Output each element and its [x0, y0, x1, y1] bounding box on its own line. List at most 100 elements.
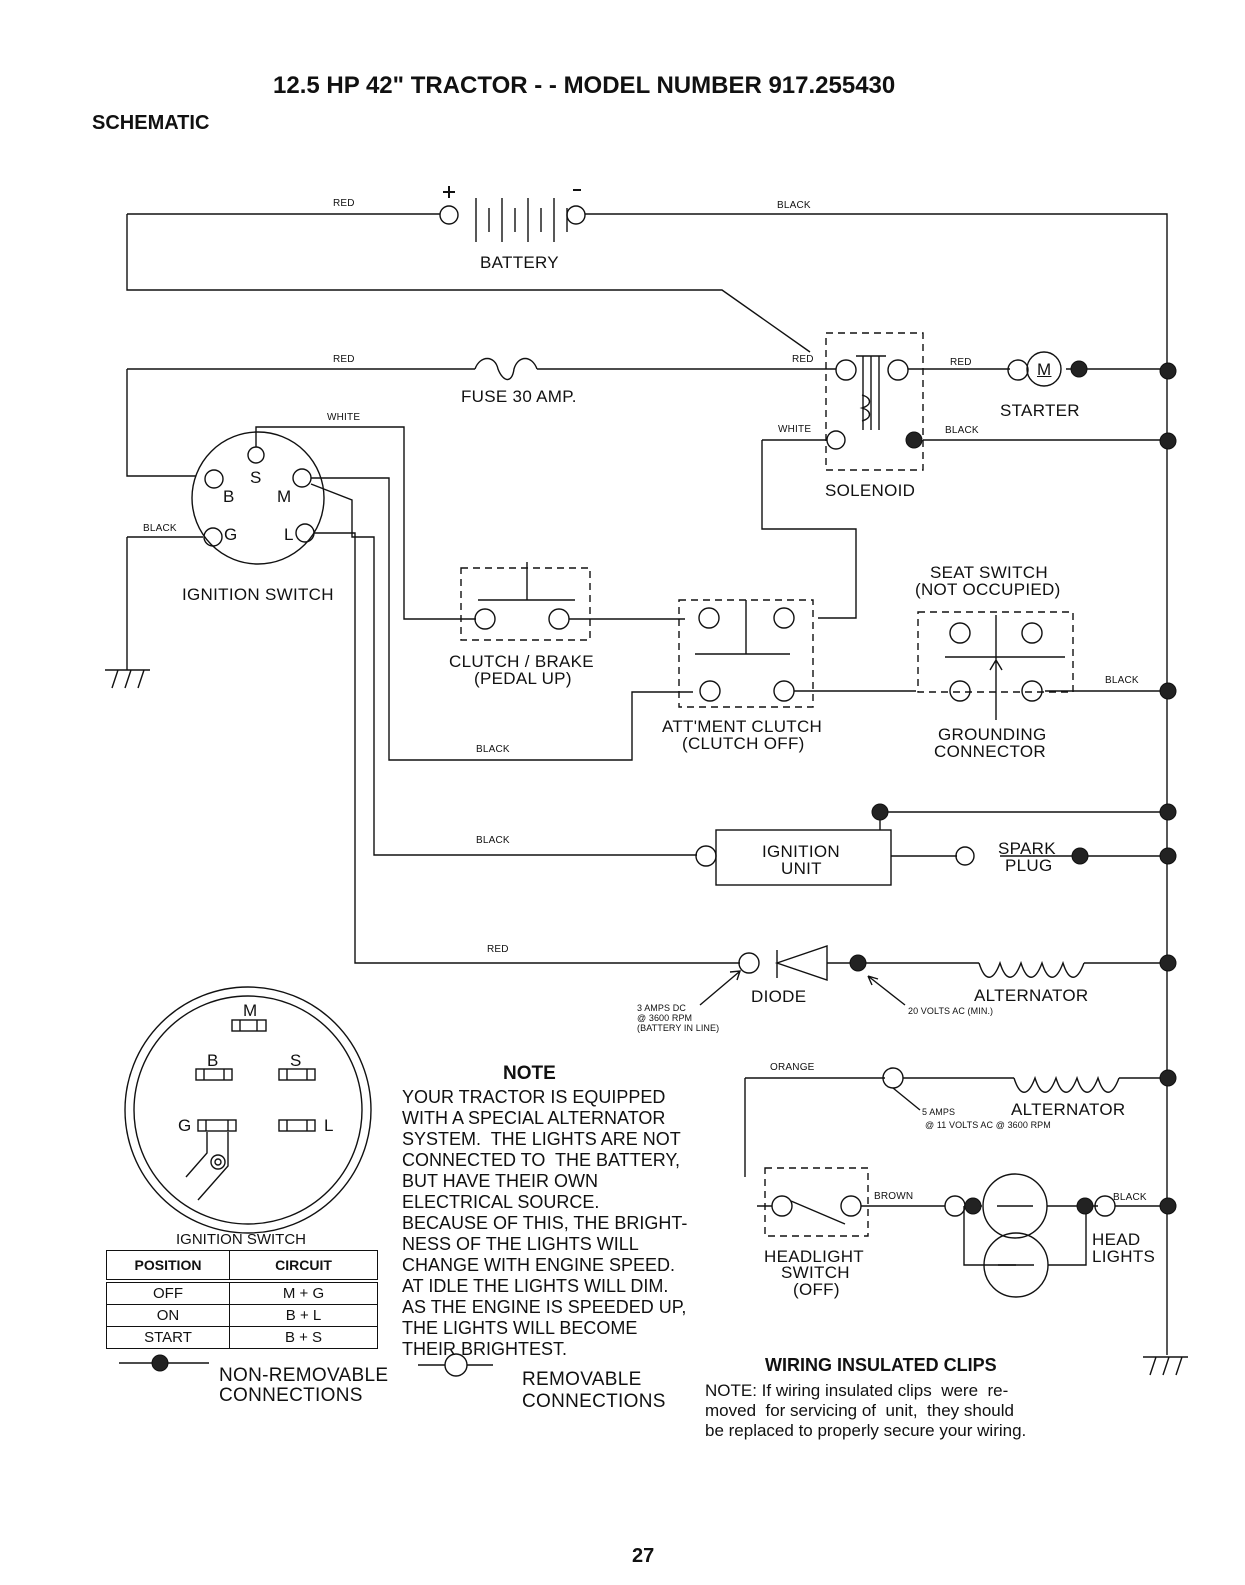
- head-lights-sublabel: LIGHTS: [1092, 1247, 1156, 1266]
- plus-sign: [443, 186, 455, 198]
- clutch-brake-sublabel: (PEDAL UP): [474, 669, 572, 688]
- note-line: NESS OF THE LIGHTS WILL: [402, 1234, 639, 1254]
- alternator-label: ALTERNATOR: [974, 986, 1089, 1005]
- wire-label-black: BLACK: [945, 425, 979, 436]
- face-terminal-b: B: [207, 1051, 219, 1070]
- spark-plug-sublabel: PLUG: [1005, 856, 1053, 875]
- battery-pos-terminal: [439, 205, 459, 225]
- attment-clutch-label: ATT'MENT CLUTCH: [662, 717, 823, 736]
- battery-label: BATTERY: [480, 253, 559, 272]
- table-cell-circuit: B + S: [229, 1326, 378, 1349]
- wire-label-black: BLACK: [143, 523, 177, 534]
- terminal-s: S: [250, 468, 262, 487]
- table-row: ON B + L: [106, 1304, 378, 1327]
- table-row: START B + S: [106, 1326, 378, 1349]
- table-cell-circuit: B + L: [229, 1304, 378, 1327]
- connector-dot: [1159, 954, 1177, 972]
- connector-dot: [1159, 803, 1177, 821]
- note-body: YOUR TRACTOR IS EQUIPPED WITH A SPECIAL …: [402, 1087, 687, 1360]
- face-terminal-g: G: [178, 1116, 192, 1135]
- attment-clutch-sublabel: (CLUTCH OFF): [682, 734, 805, 753]
- note-line: CONNECTED TO THE BATTERY,: [402, 1150, 681, 1170]
- solenoid-label: SOLENOID: [825, 481, 916, 500]
- terminal-b: B: [223, 487, 235, 506]
- clutch-brake-label: CLUTCH / BRAKE: [449, 652, 594, 671]
- ignition-circuit-table: POSITION CIRCUIT OFF M + G ON B + L STAR…: [106, 1250, 378, 1349]
- ignition-unit-sublabel: UNIT: [781, 859, 822, 878]
- note-heading: NOTE: [503, 1063, 556, 1084]
- fuse-label: FUSE 30 AMP.: [461, 387, 577, 406]
- headlight-switch-label: HEADLIGHT: [764, 1247, 864, 1266]
- connector-dot: [1159, 1069, 1177, 1087]
- wire-label-red: RED: [950, 357, 972, 368]
- note-line: THE LIGHTS WILL BECOME: [402, 1318, 638, 1338]
- wire-white-solenoid: [761, 439, 857, 619]
- wire-label-red: RED: [487, 944, 509, 955]
- wire-black-ground: [126, 536, 203, 670]
- wire-label-white: WHITE: [327, 412, 361, 423]
- table-cell-circuit: M + G: [229, 1280, 378, 1305]
- battery-neg-terminal: [566, 205, 586, 225]
- connector-dot: [1076, 1197, 1094, 1215]
- note-line: CHANGE WITH ENGINE SPEED.: [402, 1255, 676, 1275]
- face-terminal-l: L: [324, 1116, 334, 1135]
- ign-face-inner: [133, 995, 363, 1225]
- ground-symbol-right: [1143, 1356, 1188, 1376]
- alternator-label: ALTERNATOR: [1011, 1100, 1126, 1119]
- face-terminal-s: S: [290, 1051, 302, 1070]
- legend-non-removable-symbol: [151, 1354, 169, 1372]
- clips-note: NOTE: If wiring insulated clips were re-…: [705, 1381, 1026, 1441]
- seat-switch-sublabel: (NOT OCCUPIED): [915, 580, 1061, 599]
- section-heading: SCHEMATIC: [92, 112, 210, 134]
- lights-volts: @ 11 VOLTS AC @ 3600 RPM: [925, 1120, 1051, 1130]
- starter-motor: [1026, 351, 1062, 387]
- table-cell-position: START: [106, 1326, 230, 1349]
- alternator-coil-2: [1013, 1075, 1120, 1093]
- seat-switch-label: SEAT SWITCH: [930, 563, 1048, 582]
- connector-dot: [1159, 362, 1177, 380]
- legend-non-removable-label: NON-REMOVABLE: [219, 1365, 389, 1386]
- diode-label: DIODE: [751, 987, 807, 1006]
- note-line: AS THE ENGINE IS SPEEDED UP,: [402, 1297, 687, 1317]
- wire-white-ignition: [255, 426, 476, 620]
- wire-l-to-diode: [314, 532, 740, 964]
- grounding-connector-sublabel: CONNECTOR: [934, 742, 1046, 761]
- battery-cells: [475, 198, 568, 242]
- ignition-face-label: IGNITION SWITCH: [176, 1231, 306, 1248]
- diode-symbol: [774, 945, 828, 981]
- alternator-coil-1: [978, 960, 1085, 978]
- table-header-row: POSITION CIRCUIT: [106, 1250, 378, 1283]
- legend-removable-label: REMOVABLE: [522, 1369, 642, 1390]
- spark-plug-label: SPARK: [998, 839, 1056, 858]
- table-cell-position: OFF: [106, 1280, 230, 1305]
- wire-label-white: WHITE: [778, 424, 812, 435]
- fuse-symbol: [474, 357, 538, 381]
- connector-dot: [1159, 682, 1177, 700]
- wire-label-black: BLACK: [777, 200, 811, 211]
- wire-red-battery: [126, 213, 811, 353]
- note-line: WITH A SPECIAL ALTERNATOR: [402, 1108, 666, 1128]
- dc-rating: 3 AMPS DC: [637, 1003, 686, 1013]
- note-line: THEIR BRIGHTEST.: [402, 1339, 568, 1359]
- terminal-g: G: [224, 525, 238, 544]
- legend-non-removable-sublabel: CONNECTIONS: [219, 1385, 363, 1406]
- ign-switch-body: [191, 431, 325, 565]
- connector-dot: [1159, 1197, 1177, 1215]
- connector-dot: [871, 803, 889, 821]
- wire-label-black: BLACK: [476, 835, 510, 846]
- clips-heading: WIRING INSULATED CLIPS: [765, 1355, 997, 1375]
- connector-dot: [964, 1197, 982, 1215]
- ignition-unit-box: [715, 829, 892, 886]
- note-line: SYSTEM. THE LIGHTS ARE NOT: [402, 1129, 681, 1149]
- wire-label-brown: BROWN: [874, 1191, 914, 1202]
- connector-dot: [1070, 360, 1088, 378]
- wire-label-black: BLACK: [1113, 1192, 1147, 1203]
- wire-l-to-ignition: [310, 483, 697, 856]
- legend-removable-symbol: [444, 1353, 468, 1377]
- page-number: 27: [632, 1545, 655, 1567]
- ignition-unit-label: IGNITION: [762, 842, 840, 861]
- connector-dot: [1159, 432, 1177, 450]
- note-line: BUT HAVE THEIR OWN: [402, 1171, 599, 1191]
- lights-amps: 5 AMPS: [922, 1107, 956, 1117]
- wire-m-to-solenoid: [311, 477, 693, 761]
